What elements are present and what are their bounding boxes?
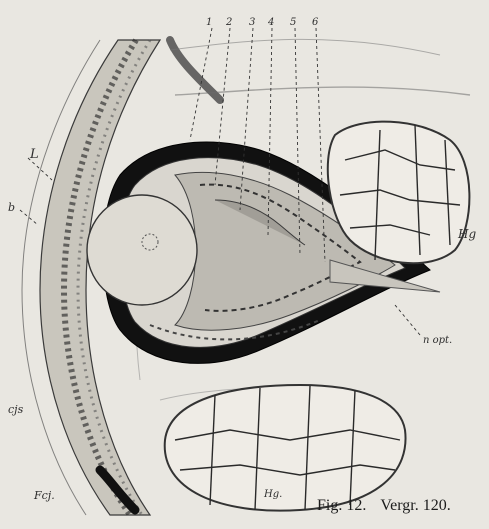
label-fcj: Fcj. xyxy=(34,490,55,501)
figure-caption: Fig. 12. Vergr. 120. xyxy=(317,497,451,515)
lens xyxy=(87,195,197,305)
layer-number-6: 6 xyxy=(312,18,318,28)
label-n-opt: n opt. xyxy=(423,336,452,346)
gland-lower xyxy=(165,385,406,511)
label-hg-lower: Hg. xyxy=(264,490,282,500)
layer-number-3: 3 xyxy=(249,18,255,28)
layer-number-4: 4 xyxy=(268,18,274,28)
layer-number-1: 1 xyxy=(206,18,212,28)
label-cjs: cjs xyxy=(8,404,23,415)
layer-number-5: 5 xyxy=(290,18,296,28)
label-L: L xyxy=(30,148,39,161)
layer-number-2: 2 xyxy=(226,18,232,28)
magnification: Vergr. 120. xyxy=(380,497,450,514)
figure-number: Fig. 12. xyxy=(317,497,366,514)
label-hg-upper: Hg xyxy=(458,228,476,240)
label-b: b xyxy=(8,202,15,213)
